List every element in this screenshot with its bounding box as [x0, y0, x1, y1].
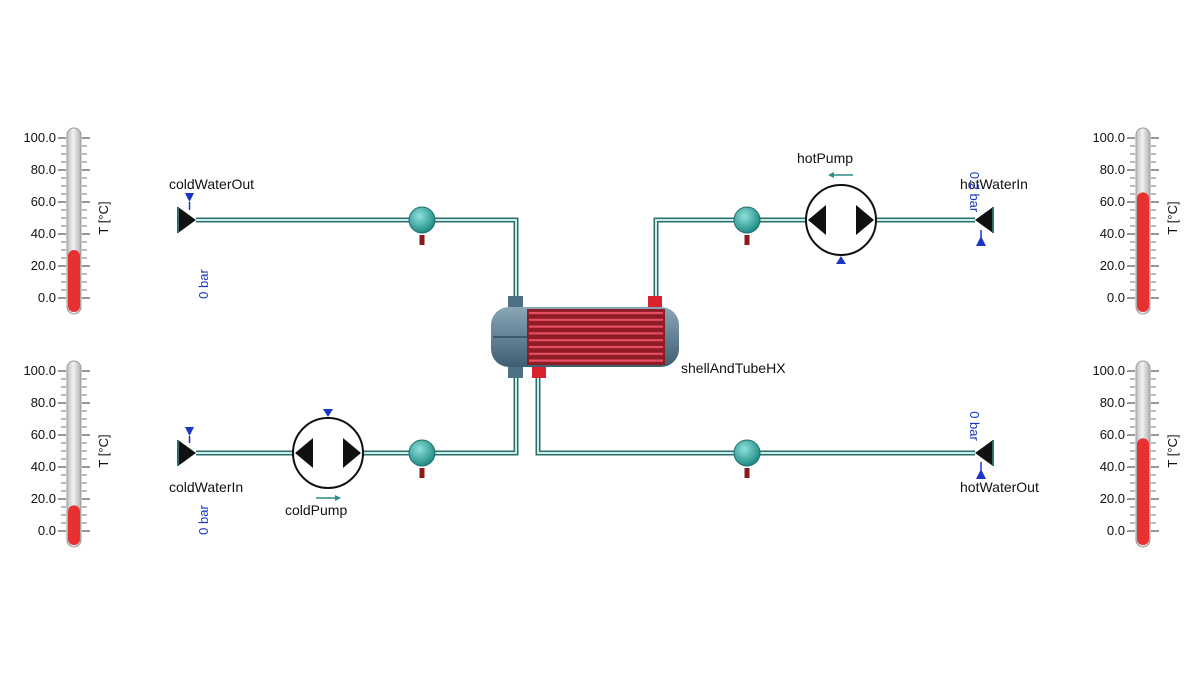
label-cold-water-in: coldWaterIn [169, 479, 243, 495]
gauge-tick-label: 80.0 [31, 395, 56, 410]
gauge-tick-label: 20.0 [1100, 258, 1125, 273]
gauge-tick-label: 100.0 [1092, 130, 1125, 145]
gauge-hot-in: 100.0 80.0 60.0 40.0 20.0 0.0 T [°C] [1092, 127, 1180, 315]
label-cold-pump: coldPump [285, 502, 347, 518]
gauge-tick-label: 40.0 [1100, 459, 1125, 474]
gauge-hot-out: 100.0 80.0 60.0 40.0 20.0 0.0 T [°C] [1092, 360, 1180, 548]
label-hot-water-in: hotWaterIn [960, 176, 1028, 192]
thermometer-level [1137, 192, 1149, 312]
sensor-cold-in[interactable] [408, 439, 436, 478]
boundary-hot-water-out[interactable] [975, 440, 994, 479]
gauge-cold-out: 100.0 80.0 60.0 40.0 20.0 0.0 T [°C] [23, 127, 111, 315]
gauge-tick-label: 0.0 [38, 290, 56, 305]
gauge-tick-label: 0.0 [1107, 523, 1125, 538]
gauge-unit-label: T [°C] [96, 201, 111, 234]
gauge-tick-label: 60.0 [1100, 194, 1125, 209]
label-cold-water-out: coldWaterOut [169, 176, 254, 192]
pressure-hot-water-in: 0.2 bar [967, 172, 982, 213]
sensor-hot-in[interactable] [733, 206, 761, 245]
gauge-tick-label: 100.0 [23, 130, 56, 145]
cold-pump[interactable] [292, 409, 364, 501]
sensor-cold-out[interactable] [408, 206, 436, 245]
boundary-cold-water-out[interactable] [177, 193, 196, 233]
gauge-cold-in: 100.0 80.0 60.0 40.0 20.0 0.0 T [°C] [23, 360, 111, 548]
thermometer-tube [66, 360, 82, 548]
label-hot-pump: hotPump [797, 150, 853, 166]
gauge-tick-label: 80.0 [31, 162, 56, 177]
gauge-tick-label: 80.0 [1100, 395, 1125, 410]
gauge-tick-label: 80.0 [1100, 162, 1125, 177]
sensor-hot-out[interactable] [733, 439, 761, 478]
label-hot-water-out: hotWaterOut [960, 479, 1039, 495]
gauge-tick-label: 60.0 [1100, 427, 1125, 442]
pressure-hot-water-out: 0 bar [967, 411, 982, 441]
gauge-unit-label: T [°C] [96, 434, 111, 467]
shell-and-tube-hx[interactable] [491, 296, 679, 378]
boundary-cold-water-in[interactable] [177, 427, 196, 466]
gauge-tick-label: 60.0 [31, 194, 56, 209]
gauge-tick-label: 100.0 [1092, 363, 1125, 378]
thermometer-level [68, 505, 80, 545]
boundary-hot-water-in[interactable] [975, 207, 994, 246]
pressure-cold-water-out: 0 bar [196, 269, 211, 299]
gauge-unit-label: T [°C] [1165, 201, 1180, 234]
gauge-tick-label: 40.0 [1100, 226, 1125, 241]
gauge-tick-label: 20.0 [1100, 491, 1125, 506]
gauge-unit-label: T [°C] [1165, 434, 1180, 467]
hot-pump[interactable] [805, 172, 877, 264]
gauge-tick-label: 0.0 [38, 523, 56, 538]
pressure-cold-water-in: 0 bar [196, 505, 211, 535]
gauge-tick-label: 20.0 [31, 491, 56, 506]
gauge-tick-label: 60.0 [31, 427, 56, 442]
gauge-tick-label: 100.0 [23, 363, 56, 378]
pipe-cold-out [196, 217, 519, 300]
thermometer-level [1137, 438, 1149, 545]
thermometer-level [68, 250, 80, 312]
gauge-tick-label: 0.0 [1107, 290, 1125, 305]
gauge-tick-label: 40.0 [31, 459, 56, 474]
label-heat-exchanger: shellAndTubeHX [681, 360, 786, 376]
gauge-tick-label: 20.0 [31, 258, 56, 273]
gauge-tick-label: 40.0 [31, 226, 56, 241]
pipe-hot-out [535, 378, 975, 456]
